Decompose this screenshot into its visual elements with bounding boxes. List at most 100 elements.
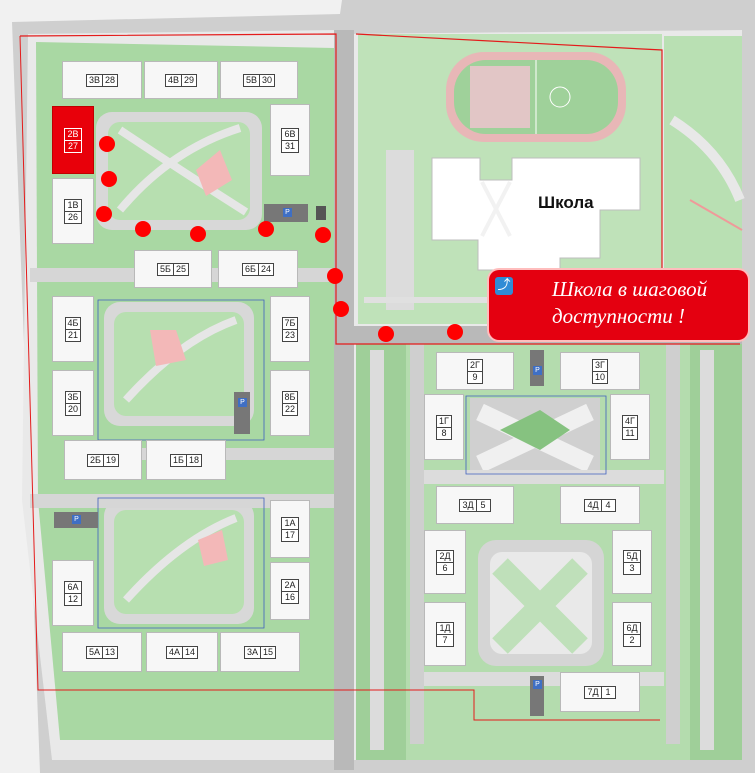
route-dot: [99, 136, 115, 152]
building-section: 2А: [281, 578, 299, 592]
route-dot: [447, 324, 463, 340]
parking-icon: P: [238, 398, 247, 407]
route-dot: [135, 221, 151, 237]
building-number: 20: [64, 403, 82, 416]
building-number: 2: [623, 634, 641, 647]
building-section: 6А: [64, 580, 82, 594]
building-number: 21: [64, 329, 82, 342]
building-section: 7Б: [281, 316, 299, 330]
building-section: 2Г: [467, 358, 483, 372]
parking-icon: P: [72, 515, 81, 524]
parking-icon: P: [533, 366, 542, 375]
building-section: 7Д: [584, 685, 602, 699]
building-number: 24: [258, 262, 274, 276]
route-dot: [327, 268, 343, 284]
building-section: 1Г: [436, 414, 452, 428]
building-section: 4А: [165, 645, 183, 659]
building-section: 6Д: [623, 621, 641, 635]
building-number: 31: [281, 140, 299, 153]
building-section: 1А: [281, 516, 299, 530]
building-section: 4Д: [584, 498, 602, 512]
building-number: 28: [103, 73, 119, 87]
building-number: 29: [182, 73, 198, 87]
building-number: 6: [436, 562, 454, 575]
building-section: 5В: [242, 73, 260, 87]
building-section: 5Б: [157, 262, 174, 276]
route-dot: [96, 206, 112, 222]
route-dot: [333, 301, 349, 317]
school-label: Школа: [538, 193, 594, 212]
building-section: 1В: [64, 198, 82, 212]
building-section: 8Б: [281, 390, 299, 404]
building-number: 10: [591, 371, 608, 384]
building-number: 1: [601, 685, 616, 699]
callout-line-2: доступности !: [551, 304, 686, 328]
building-section: 6Б: [242, 262, 259, 276]
building-number: 27: [64, 140, 82, 153]
route-dot: [315, 227, 331, 243]
route-dot: [101, 171, 117, 187]
building-number: 4: [601, 498, 616, 512]
parking-icon: P: [533, 680, 542, 689]
building-section: 6В: [281, 127, 299, 141]
building-number: 3: [623, 562, 641, 575]
building-number: 8: [436, 427, 452, 440]
building-section: 3В: [85, 73, 103, 87]
building-section: 4Г: [622, 414, 638, 428]
building-section: 3Д: [459, 498, 477, 512]
building-number: 5: [476, 498, 491, 512]
building-section: 2В: [64, 127, 82, 141]
route-dot: [378, 326, 394, 342]
route-dot: [258, 221, 274, 237]
building-section: 1Д: [436, 621, 454, 635]
building-section: 3А: [243, 645, 261, 659]
building-number: 19: [103, 453, 119, 467]
building-number: 14: [183, 645, 199, 659]
building-number: 30: [260, 73, 276, 87]
building-number: 26: [64, 211, 82, 224]
building-section: 3Б: [64, 390, 82, 404]
building-section: 1Б: [170, 453, 187, 467]
building-section: 5Д: [623, 549, 641, 563]
building-number: 15: [261, 645, 277, 659]
building-section: 2Б: [87, 453, 104, 467]
building-number: 13: [103, 645, 119, 659]
building-number: 25: [173, 262, 189, 276]
building-number: 7: [436, 634, 454, 647]
building-number: 16: [281, 591, 299, 604]
parking-icon: P: [283, 208, 292, 217]
building-number: 23: [281, 329, 299, 342]
